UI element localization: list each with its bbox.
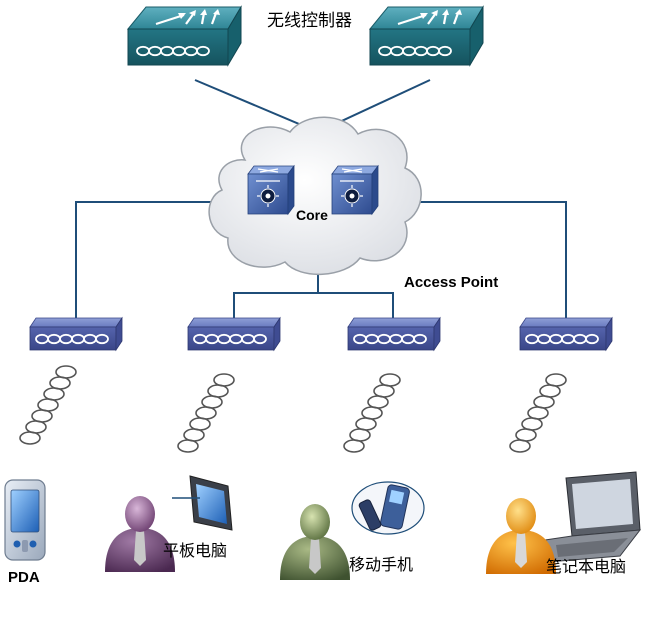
- access-point-2: [188, 318, 280, 350]
- core-label: Core: [296, 207, 328, 223]
- wireless-controller-2: [370, 7, 483, 65]
- access-point-label: Access Point: [404, 274, 498, 291]
- client-label-laptop: 笔记本电脑: [546, 558, 626, 576]
- wireless-signal-icon: [177, 373, 235, 453]
- tablet-icon: [172, 475, 233, 531]
- access-point-4: [520, 318, 612, 350]
- link-core-ap1: [75, 201, 230, 318]
- link-controller1-core: [194, 79, 319, 133]
- link-core-ap4: [400, 201, 567, 318]
- core-switch-1: [247, 165, 295, 215]
- access-point-1: [30, 318, 122, 350]
- wireless-controller-1: [128, 7, 241, 65]
- pda-icon: [4, 479, 46, 561]
- person-orange-icon: [486, 498, 556, 574]
- person-green-icon: [280, 504, 350, 580]
- controller-label: 无线控制器: [267, 11, 352, 30]
- core-switch-2: [331, 165, 379, 215]
- laptop-icon: [544, 471, 642, 563]
- link-hub-ap2-ap3: [233, 292, 394, 318]
- wireless-signal-icon: [343, 373, 401, 453]
- client-label-mobile: 移动手机: [349, 556, 413, 574]
- wireless-signal-icon: [19, 365, 77, 445]
- wireless-signal-icon: [509, 373, 567, 453]
- mobile-phone-icon: [351, 481, 425, 535]
- client-label-tablet: 平板电脑: [163, 542, 227, 560]
- network-links: [75, 79, 567, 318]
- core-cloud: [208, 116, 422, 275]
- client-label-pda: PDA: [8, 569, 40, 586]
- person-purple-icon: [105, 496, 175, 572]
- access-point-3: [348, 318, 440, 350]
